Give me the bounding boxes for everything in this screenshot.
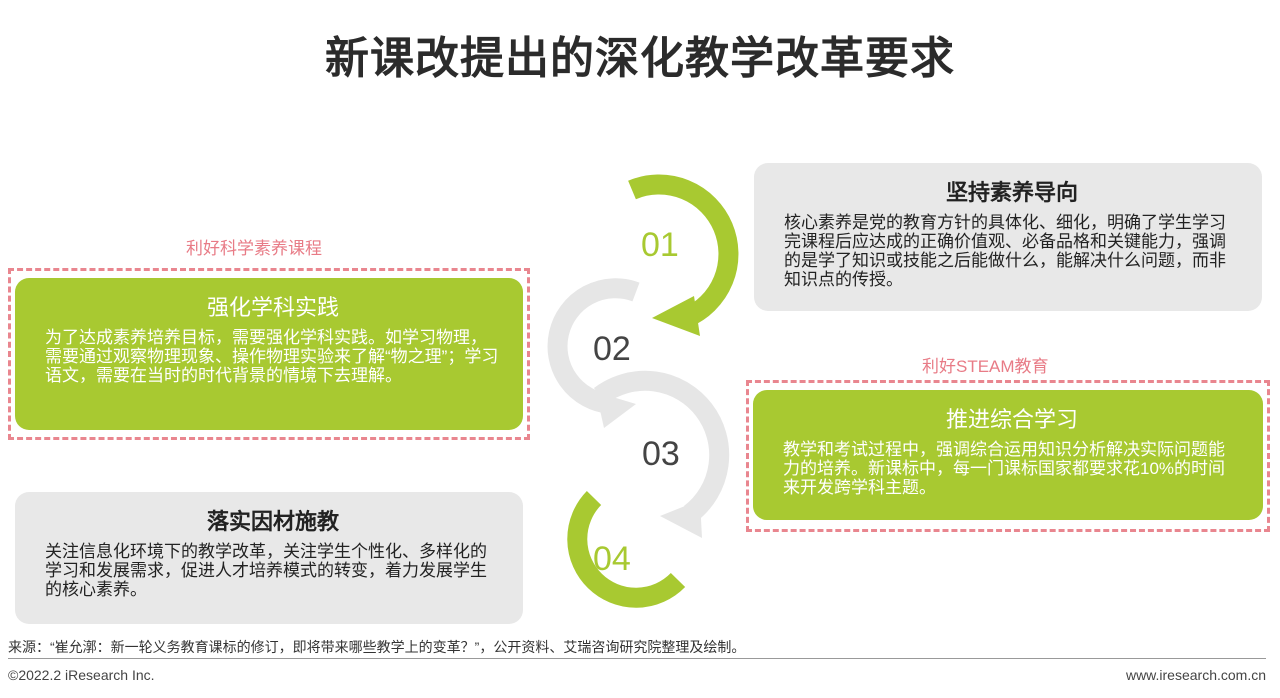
card-integrated-learning: 推进综合学习 教学和考试过程中，强调综合运用知识分析解决实际问题能力的培养。新课… bbox=[753, 390, 1263, 520]
page-title: 新课改提出的深化教学改革要求 bbox=[325, 34, 955, 83]
ring-04-arc bbox=[567, 491, 686, 608]
card-core-literacy-title: 坚持素养导向 bbox=[945, 180, 1078, 205]
dashed-frame-left bbox=[8, 268, 530, 440]
step-number-03: 03 bbox=[642, 435, 680, 473]
card-individualized-teaching: 落实因材施教 关注信息化环境下的教学改革，关注学生个性化、多样化的学习和发展需求… bbox=[15, 492, 523, 624]
ring-03-arrowhead bbox=[660, 500, 702, 538]
ring-01-arc bbox=[628, 174, 739, 328]
tag-science-literacy: 利好科学素养课程 bbox=[186, 239, 322, 258]
dashed-frame-right bbox=[746, 380, 1270, 532]
card-individualized-teaching-title: 落实因材施教 bbox=[206, 509, 339, 534]
card-subject-practice-body: 为了达成素养培养目标，需要强化学科实践。如学习物理，需要通过观察物理现象、操作物… bbox=[45, 328, 499, 385]
step-number-02: 02 bbox=[593, 330, 631, 368]
tag-steam-education: 利好STEAM教育 bbox=[922, 357, 1049, 376]
copyright: ©2022.2 iResearch Inc. bbox=[8, 667, 155, 683]
card-individualized-teaching-body: 关注信息化环境下的教学改革，关注学生个性化、多样化的学习和发展需求，促进人才培养… bbox=[45, 542, 487, 599]
card-integrated-learning-body: 教学和考试过程中，强调综合运用知识分析解决实际问题能力的培养。新课标中，每一门课… bbox=[783, 440, 1226, 497]
ring-01-arrowhead bbox=[652, 296, 700, 336]
website-link[interactable]: www.iresearch.com.cn bbox=[1125, 667, 1266, 683]
ring-03-arc bbox=[593, 370, 730, 522]
card-core-literacy-body: 核心素养是党的教育方针的具体化、细化，明确了学生学习完课程后应达成的正确价值观、… bbox=[784, 213, 1226, 289]
step-number-01: 01 bbox=[641, 226, 679, 264]
card-subject-practice-title: 强化学科实践 bbox=[206, 295, 339, 320]
source-note: 来源：“崔允漷：新一轮义务教育课标的修订，即将带来哪些教学上的变革？”，公开资料… bbox=[8, 639, 746, 655]
card-core-literacy: 坚持素养导向 核心素养是党的教育方针的具体化、细化，明确了学生学习完课程后应达成… bbox=[754, 163, 1262, 311]
card-integrated-learning-title: 推进综合学习 bbox=[945, 407, 1078, 432]
footer-divider bbox=[8, 658, 1266, 659]
card-subject-practice: 强化学科实践 为了达成素养培养目标，需要强化学科实践。如学习物理，需要通过观察物… bbox=[15, 278, 523, 430]
ring-02-arc bbox=[547, 278, 640, 414]
step-number-04: 04 bbox=[593, 540, 631, 578]
